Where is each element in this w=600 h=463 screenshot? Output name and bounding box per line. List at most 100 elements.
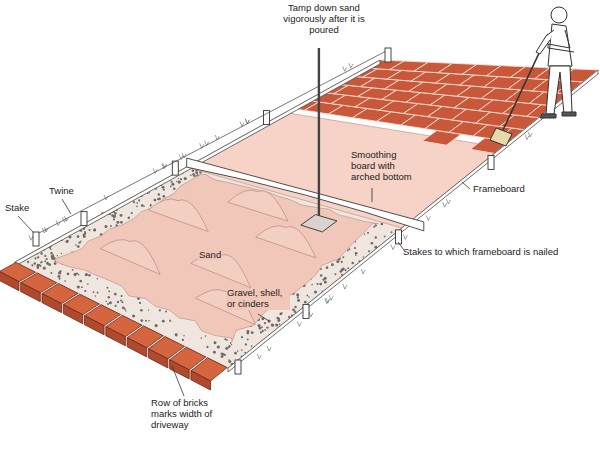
gravel-dot [271, 324, 274, 327]
gravel-dot [75, 244, 77, 246]
gravel-dot [271, 324, 274, 327]
gravel-dot [109, 301, 112, 304]
gravel-dot [297, 297, 299, 299]
gravel-dot [78, 241, 80, 243]
gravel-dot [115, 305, 117, 307]
gravel-dot [170, 181, 172, 183]
gravel-dot [230, 342, 232, 344]
gravel-dot [117, 301, 119, 303]
gravel-dot [375, 236, 377, 238]
gravel-dot [59, 278, 61, 280]
gravel-dot [93, 291, 95, 293]
gravel-dot [122, 306, 125, 309]
twine [39, 50, 388, 233]
tamper-foot [301, 215, 337, 232]
gravel-dot [158, 193, 161, 196]
gravel-dot [145, 320, 147, 322]
row-brick-face [127, 338, 147, 357]
gravel-dot [248, 331, 249, 332]
gravel-dot [304, 301, 307, 304]
gravel-dot [77, 285, 80, 288]
grass-tuft [446, 199, 450, 204]
grass-tuft [403, 234, 407, 239]
gravel-dot [308, 296, 309, 297]
gravel-dot [306, 295, 308, 297]
gravel-dot [228, 359, 229, 360]
gravel-dot [368, 250, 370, 252]
gravel-dot [297, 299, 300, 302]
callout-label: Stakes to which frameboard is nailed [402, 247, 559, 258]
gravel-dot [246, 332, 249, 335]
row-brick-face [63, 305, 83, 324]
gravel-dot [141, 204, 144, 207]
gravel-dot [341, 261, 343, 263]
grass-tuft [267, 346, 271, 351]
gravel-dot [257, 324, 260, 327]
gravel-dot [176, 181, 178, 183]
gravel-dot [108, 296, 110, 298]
gravel-dot [138, 199, 140, 201]
gravel-dot [150, 205, 152, 207]
worker-legs [546, 66, 572, 114]
gravel-dot [46, 262, 48, 264]
gravel-dot [155, 324, 158, 327]
callout-label: Frameboard [472, 184, 526, 195]
gravel-dot [107, 303, 109, 305]
gravel-dot [319, 283, 322, 286]
gravel-dot [251, 331, 254, 334]
gravel-dot [241, 349, 243, 351]
gravel-dot [133, 315, 136, 318]
grass-tuft [343, 66, 347, 71]
callout-label: Twine [48, 186, 75, 197]
gravel-dot [41, 261, 43, 263]
grass-tuft [257, 354, 261, 359]
gravel-dot [85, 274, 87, 276]
gravel-dot [77, 245, 80, 248]
row-brick-face [148, 349, 168, 368]
grass-tuft [391, 245, 395, 250]
grass-tuft [349, 63, 353, 68]
leader-line [462, 182, 470, 189]
gravel-dot [121, 301, 123, 303]
gravel-dot [229, 345, 231, 347]
gravel-dot [159, 309, 161, 311]
gravel-dot [136, 202, 138, 204]
leader-line [258, 314, 269, 321]
gravel-dot [183, 335, 185, 337]
gravel-dot [111, 214, 114, 217]
gravel-dot [89, 229, 91, 231]
gravel-dot [95, 295, 97, 297]
gravel-dot [341, 269, 344, 272]
gravel-dot [231, 344, 232, 345]
row-brick-face [42, 294, 62, 313]
gravel-dot [384, 235, 386, 237]
leader-line [372, 188, 373, 202]
gravel-dot [51, 257, 54, 260]
gravel-dot [348, 248, 350, 250]
gravel-dot [44, 255, 46, 257]
broom-head [490, 128, 512, 146]
gravel-dot [97, 292, 99, 294]
gravel-dot [114, 214, 116, 216]
stake [303, 304, 309, 318]
gravel-dot [50, 252, 52, 254]
leader-line [62, 199, 71, 214]
row-brick-face [106, 327, 126, 346]
gravel-dot [264, 322, 266, 324]
gravel-dot [50, 272, 52, 274]
callout-label: Smoothing board with arched bottom [350, 150, 418, 183]
gravel-dot [228, 346, 230, 348]
gravel-dot [213, 351, 216, 354]
gravel-dot [85, 273, 88, 276]
gravel-dot [163, 189, 165, 191]
gravel-dot [354, 247, 356, 249]
gravel-dot [106, 287, 108, 289]
gravel-dot [58, 271, 61, 274]
gravel-dot [324, 280, 327, 283]
gravel-dot [205, 335, 207, 337]
gravel-dot [316, 283, 318, 285]
gravel-dot [228, 360, 231, 363]
gravel-dot [260, 331, 262, 333]
